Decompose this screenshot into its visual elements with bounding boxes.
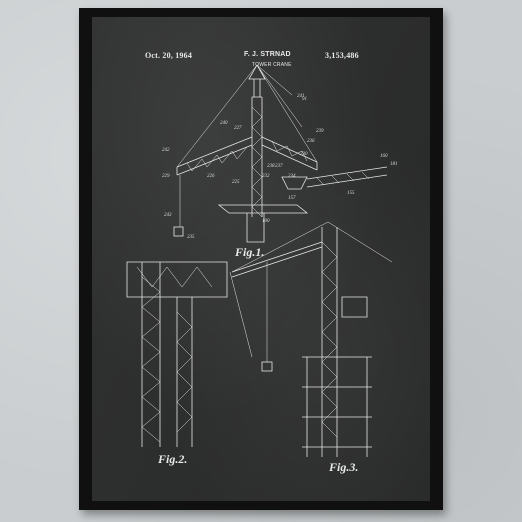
ref-234: 234 [288,174,296,179]
ref-239: 239 [316,129,324,134]
figure-3-label: Fig.3. [329,460,359,474]
ref-226: 226 [207,174,215,179]
ref-157: 157 [288,196,296,201]
patent-number: 3,153,486 [325,51,359,60]
ref-243: 243 [164,213,172,218]
patent-date: Oct. 20, 1964 [145,51,193,60]
ref-238: 238 [267,164,275,169]
ref-100: 100 [262,219,270,224]
figure-1-label: Fig.1. [235,245,265,259]
ref-230: 230 [300,152,308,157]
ref-237: 237 [275,164,283,169]
figure-2-label: Fig.2. [158,452,188,466]
reference-numbers: 241 242 240 227 239 236 230 229 226 225 … [162,94,398,240]
ref-242: 242 [162,148,170,153]
ref-160: 160 [380,154,388,159]
fig3-building-crane [231,221,393,457]
fig1-crane-top [173,64,388,243]
chalkboard-print: Oct. 20, 1964 F. J. STRNAD TOWER CRANE 3… [92,17,430,501]
ref-91: 91 [302,97,307,102]
ref-232: 232 [262,174,270,179]
ref-241: 241 [297,94,305,99]
ref-155: 155 [347,191,355,196]
patent-title: TOWER CRANE [252,62,292,68]
ref-227: 227 [234,126,242,131]
ref-236: 236 [307,139,315,144]
fig2-mast [126,261,253,447]
crane-drawing: 241 242 240 227 239 236 230 229 226 225 … [126,64,398,457]
ref-181: 181 [390,162,398,167]
ref-240: 240 [220,121,228,126]
ref-229: 229 [162,174,170,179]
picture-frame: Oct. 20, 1964 F. J. STRNAD TOWER CRANE 3… [79,8,443,510]
patent-inventor: F. J. STRNAD [244,51,291,58]
ref-235: 235 [187,235,195,240]
ref-225: 225 [232,180,240,185]
